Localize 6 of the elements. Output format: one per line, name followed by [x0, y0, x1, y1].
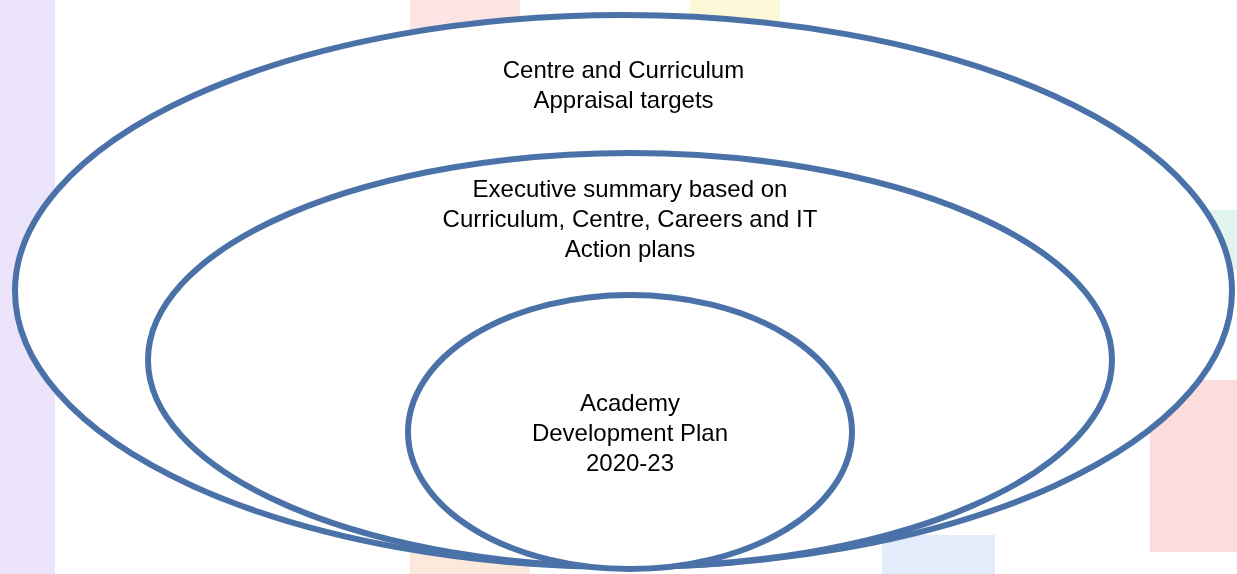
ellipse-label: Executive summary based on Curriculum, Centre, Careers and IT Action plans [441, 174, 819, 264]
ellipse-shape [145, 150, 1115, 570]
ellipse-shape [12, 12, 1235, 570]
ellipse-label: Academy Development Plan 2020-23 [530, 388, 730, 478]
ellipse-label: Centre and Curriculum Appraisal targets [501, 55, 746, 115]
ellipse-shape [405, 292, 855, 572]
